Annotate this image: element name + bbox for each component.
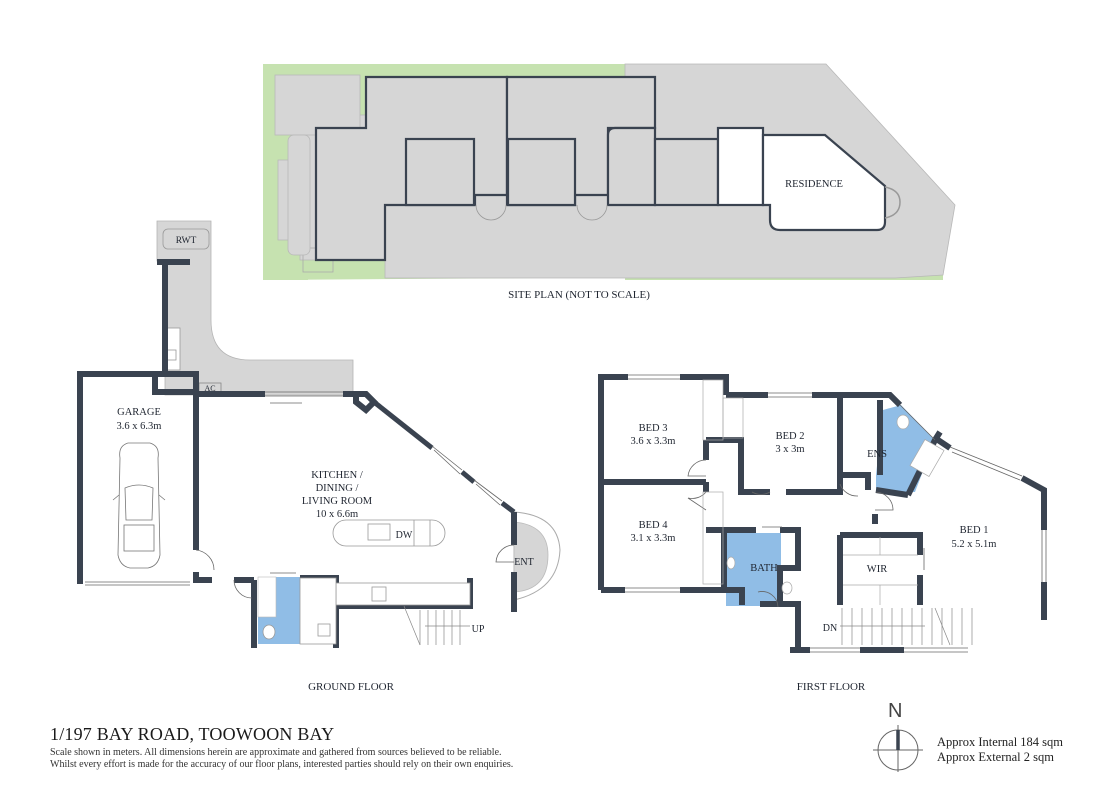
garage-label: GARAGE — [117, 407, 161, 418]
north-label: N — [888, 700, 903, 722]
site-plan-caption: SITE PLAN (NOT TO SCALE) — [508, 289, 650, 301]
bed1-label: BED 1 — [960, 525, 989, 536]
site-plan: RESIDENCE SITE PLAN (NOT TO SCALE) — [263, 63, 956, 301]
bed4-label: BED 4 — [639, 520, 669, 531]
north-arrow-icon — [873, 725, 923, 772]
property-address: 1/197 BAY ROAD, TOOWOON BAY — [50, 724, 335, 744]
ground-floor-plan: RWT AC — [77, 220, 561, 693]
area-summary: Approx Internal 184 sqm Approx External … — [937, 735, 1063, 765]
ground-floor-caption: GROUND FLOOR — [308, 681, 395, 693]
residence-label: RESIDENCE — [785, 179, 843, 190]
ensuite-label: ENS — [867, 449, 887, 460]
site-residence — [761, 133, 887, 232]
bed2-label: BED 2 — [776, 431, 805, 442]
kitchen-size: 10 x 6.6m — [316, 509, 358, 520]
area-internal: Approx Internal 184 sqm — [937, 735, 1064, 749]
kitchen-label-line2: DINING / — [316, 483, 359, 494]
rwt-label: RWT — [176, 236, 197, 246]
disclaimer-line-2: Whilst every effort is made for the accu… — [50, 759, 514, 770]
first-floor-plan: BED 3 3.6 x 3.3m BED 2 3 x 3m ENS BED 4 … — [598, 374, 1047, 693]
disclaimer: Scale shown in meters. All dimensions he… — [50, 747, 610, 771]
dw-label: DW — [396, 530, 413, 541]
disclaimer-line-1: Scale shown in meters. All dimensions he… — [50, 747, 502, 758]
bed4-size: 3.1 x 3.3m — [631, 533, 676, 544]
kitchen-label-line1: KITCHEN / — [311, 470, 363, 481]
ac-label: AC — [204, 384, 215, 393]
ent-label: ENT — [514, 557, 533, 568]
car-icon — [112, 442, 166, 569]
bed3-size: 3.6 x 3.3m — [631, 436, 676, 447]
garage-size: 3.6 x 6.3m — [117, 421, 162, 432]
dn-label: DN — [823, 623, 837, 634]
area-external: Approx External 2 sqm — [937, 750, 1054, 764]
bed2-size: 3 x 3m — [775, 444, 804, 455]
site-garage-block — [716, 126, 765, 207]
first-floor-caption: FIRST FLOOR — [797, 681, 866, 693]
bath-label: BATH — [750, 563, 778, 574]
up-label: UP — [472, 624, 485, 635]
bed1-size: 5.2 x 5.1m — [952, 539, 997, 550]
kitchen-label-line3: LIVING ROOM — [302, 496, 373, 507]
bed3-label: BED 3 — [639, 423, 668, 434]
wir-label: WIR — [867, 564, 887, 575]
